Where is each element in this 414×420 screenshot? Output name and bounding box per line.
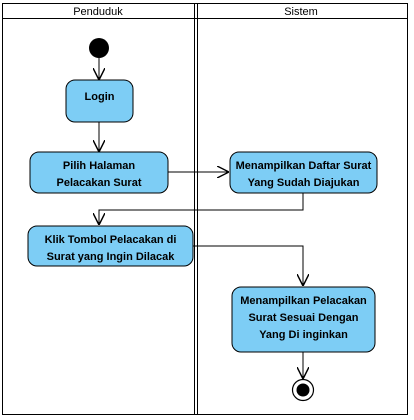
activity-login-label: Login: [85, 91, 115, 103]
activity-login-box: [65, 79, 134, 123]
activity-hasil-box: [231, 286, 376, 353]
control-flows: [99, 58, 303, 379]
swimlane-border: [2, 3, 408, 415]
final-node: [291, 378, 315, 402]
activity-hasil-line-1: Menampilkan Pelacakan: [240, 295, 367, 307]
activity-klik-line-2: Surat yang Ingin Dilacak: [47, 251, 176, 263]
initial-node: [89, 38, 109, 58]
final-node-dot: [296, 383, 310, 397]
flow-daftar-to-klik: [99, 193, 304, 225]
activity-login: Login: [65, 79, 134, 123]
activity-pilih-halaman: Pilih Halaman Pelacakan Surat: [29, 151, 169, 194]
activity-daftar-box: [229, 151, 378, 194]
swimlane-frame: Penduduk Sistem: [2, 3, 408, 415]
activity-hasil-line-3: Yang Di inginkan: [259, 329, 348, 341]
activity-pilih-line-2: Pelacakan Surat: [57, 177, 142, 189]
activity-daftar-line-2: Yang Sudah Diajukan: [248, 177, 360, 189]
activity-hasil-line-2: Surat Sesuai Dengan: [248, 312, 358, 324]
activity-pilih-box: [29, 151, 169, 194]
lane-title-sistem: Sistem: [284, 6, 318, 18]
activity-daftar-surat: Menampilkan Daftar Surat Yang Sudah Diaj…: [229, 151, 378, 194]
activity-klik-line-1: Klik Tombol Pelacakan di: [45, 234, 177, 246]
activity-hasil-pelacakan: Menampilkan Pelacakan Surat Sesuai Denga…: [231, 286, 376, 353]
activity-klik-tombol: Klik Tombol Pelacakan di Surat yang Ingi…: [27, 225, 194, 267]
activity-klik-box: [27, 225, 194, 267]
flow-klik-to-hasil: [193, 245, 303, 286]
lane-title-penduduk: Penduduk: [73, 6, 123, 18]
activity-daftar-line-1: Menampilkan Daftar Surat: [236, 160, 372, 172]
activity-pilih-line-1: Pilih Halaman: [63, 160, 135, 172]
